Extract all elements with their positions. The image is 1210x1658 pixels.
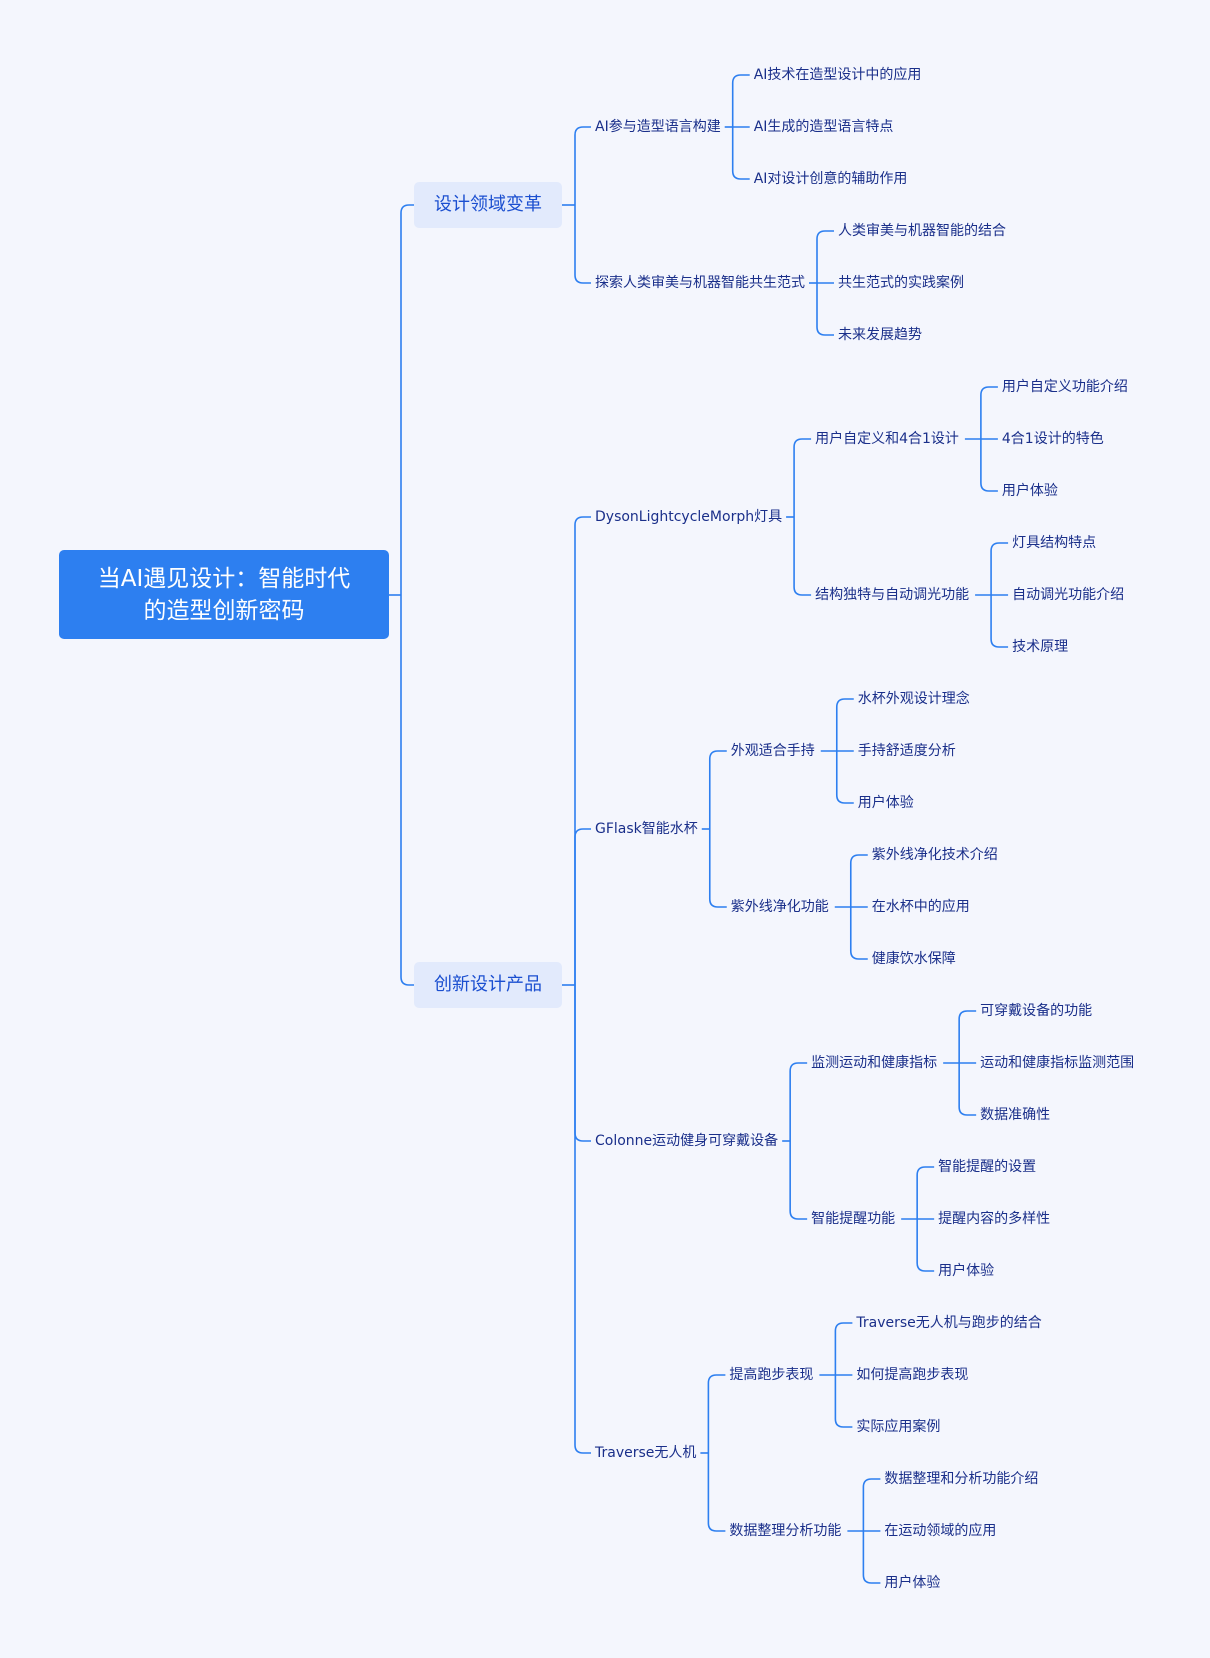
- connector-1-0-0-link-0: [980, 386, 998, 439]
- connector-0-1-link-2: [816, 283, 834, 336]
- connector-1-0-0-link-2: [980, 439, 998, 492]
- leaf-topic[interactable]: 紫外线净化技术介绍: [871, 847, 998, 863]
- subtopic-level3[interactable]: 监测运动和健康指标: [811, 1055, 938, 1071]
- leaf-topic[interactable]: 用户体验: [857, 795, 914, 811]
- leaf-topic[interactable]: 用户自定义功能介绍: [1001, 379, 1128, 395]
- leaf-topic[interactable]: 用户体验: [938, 1263, 995, 1279]
- subtopic-level3[interactable]: 智能提醒功能: [811, 1211, 896, 1227]
- leaf-topic[interactable]: AI技术在造型设计中的应用: [753, 67, 922, 83]
- connector-1-1-0-link-2: [835, 751, 854, 804]
- connector-0-1-link-0: [816, 230, 834, 283]
- root-topic[interactable]: 当AI遇见设计：智能时代的造型创新密码: [59, 550, 389, 639]
- connector-1-2-link-0: [789, 1062, 808, 1141]
- leaf-topic[interactable]: 数据整理和分析功能介绍: [884, 1471, 1039, 1487]
- connector-1-0-1-link-2: [990, 595, 1009, 648]
- subtopic-level3[interactable]: 紫外线净化功能: [730, 899, 829, 915]
- leaf-topic[interactable]: 数据准确性: [980, 1107, 1051, 1123]
- main-branch-topic[interactable]: 创新设计产品: [414, 962, 562, 1008]
- leaf-topic[interactable]: 可穿戴设备的功能: [980, 1003, 1093, 1019]
- leaf-topic[interactable]: 用户体验: [1001, 483, 1058, 499]
- connector-branch-0-link-1: [574, 205, 591, 284]
- leaf-topic[interactable]: 实际应用案例: [856, 1419, 941, 1435]
- subtopic-level3[interactable]: 用户自定义和4合1设计: [815, 431, 959, 447]
- subtopic-level3[interactable]: 提高跑步表现: [729, 1367, 814, 1383]
- main-branch-topic[interactable]: 设计领域变革: [414, 182, 562, 228]
- leaf-topic[interactable]: 技术原理: [1012, 639, 1069, 655]
- leaf-topic[interactable]: 提醒内容的多样性: [938, 1211, 1051, 1227]
- connector-1-1-link-1: [708, 829, 727, 908]
- leaf-topic[interactable]: 人类审美与机器智能的结合: [837, 223, 1006, 239]
- connector-1-3-0-link-0: [834, 1322, 853, 1375]
- leaf-topic[interactable]: 健康饮水保障: [871, 951, 956, 967]
- leaf-topic[interactable]: 4合1设计的特色: [1001, 431, 1104, 447]
- leaf-topic[interactable]: 灯具结构特点: [1012, 535, 1097, 551]
- leaf-topic[interactable]: 自动调光功能介绍: [1012, 587, 1125, 603]
- connector-branch-1-link-0: [574, 516, 591, 985]
- leaf-topic[interactable]: AI对设计创意的辅助作用: [753, 171, 908, 187]
- connector-branch-1-link-1: [574, 828, 591, 985]
- subtopic-level3[interactable]: 结构独特与自动调光功能: [815, 587, 970, 603]
- leaf-topic[interactable]: 智能提醒的设置: [938, 1159, 1037, 1175]
- connector-1-3-link-0: [707, 1374, 726, 1453]
- subtopic-level2[interactable]: 探索人类审美与机器智能共生范式: [595, 275, 805, 291]
- leaf-topic[interactable]: 在水杯中的应用: [871, 899, 970, 915]
- connector-1-1-0-link-0: [835, 698, 854, 751]
- subtopic-level2[interactable]: DysonLightcycleMorph灯具: [595, 509, 783, 525]
- connector-0-0-link-0: [731, 74, 750, 127]
- subtopic-level2[interactable]: Traverse无人机: [595, 1445, 697, 1461]
- connector-branch-1-link-3: [574, 985, 591, 1454]
- connector-1-1-1-link-2: [849, 907, 868, 960]
- connector-1-1-1-link-0: [849, 854, 868, 907]
- connector-1-2-0-link-0: [958, 1010, 977, 1063]
- connector-1-1-link-0: [708, 750, 727, 829]
- leaf-topic[interactable]: 手持舒适度分析: [857, 743, 956, 759]
- connector-branch-0-link-0: [574, 126, 591, 205]
- connector-0-0-link-2: [731, 127, 750, 180]
- connector-1-2-0-link-2: [958, 1063, 977, 1116]
- connector-1-0-1-link-0: [990, 542, 1009, 595]
- subtopic-level3[interactable]: 外观适合手持: [730, 743, 815, 759]
- connector-1-3-link-1: [707, 1453, 726, 1532]
- connector-1-2-link-1: [789, 1141, 808, 1220]
- subtopic-level3[interactable]: 数据整理分析功能: [729, 1523, 842, 1539]
- subtopic-level2[interactable]: GFlask智能水杯: [595, 821, 698, 837]
- connector-root-link-0: [400, 204, 414, 595]
- leaf-topic[interactable]: 水杯外观设计理念: [857, 691, 970, 707]
- leaf-topic[interactable]: Traverse无人机与跑步的结合: [856, 1315, 1042, 1331]
- leaf-topic[interactable]: 用户体验: [884, 1575, 941, 1591]
- connector-1-3-1-link-2: [862, 1531, 881, 1584]
- leaf-topic[interactable]: AI生成的造型语言特点: [753, 119, 894, 135]
- root-title: 当AI遇见设计：智能时代的造型创新密码: [97, 565, 351, 624]
- connector-1-2-1-link-0: [916, 1166, 935, 1219]
- connector-1-3-1-link-0: [862, 1478, 881, 1531]
- leaf-topic[interactable]: 未来发展趋势: [837, 327, 922, 343]
- connector-1-0-link-1: [793, 517, 812, 596]
- connector-1-3-0-link-2: [834, 1375, 853, 1428]
- subtopic-level2[interactable]: AI参与造型语言构建: [595, 119, 721, 135]
- leaf-topic[interactable]: 运动和健康指标监测范围: [980, 1055, 1135, 1071]
- connector-root-link-1: [400, 595, 414, 986]
- subtopic-level2[interactable]: Colonne运动健身可穿戴设备: [595, 1133, 779, 1149]
- leaf-topic[interactable]: 共生范式的实践案例: [837, 275, 964, 291]
- leaf-topic[interactable]: 在运动领域的应用: [884, 1523, 997, 1539]
- connector-1-2-1-link-2: [916, 1219, 935, 1272]
- connector-1-0-link-0: [793, 438, 812, 517]
- leaf-topic[interactable]: 如何提高跑步表现: [856, 1367, 969, 1383]
